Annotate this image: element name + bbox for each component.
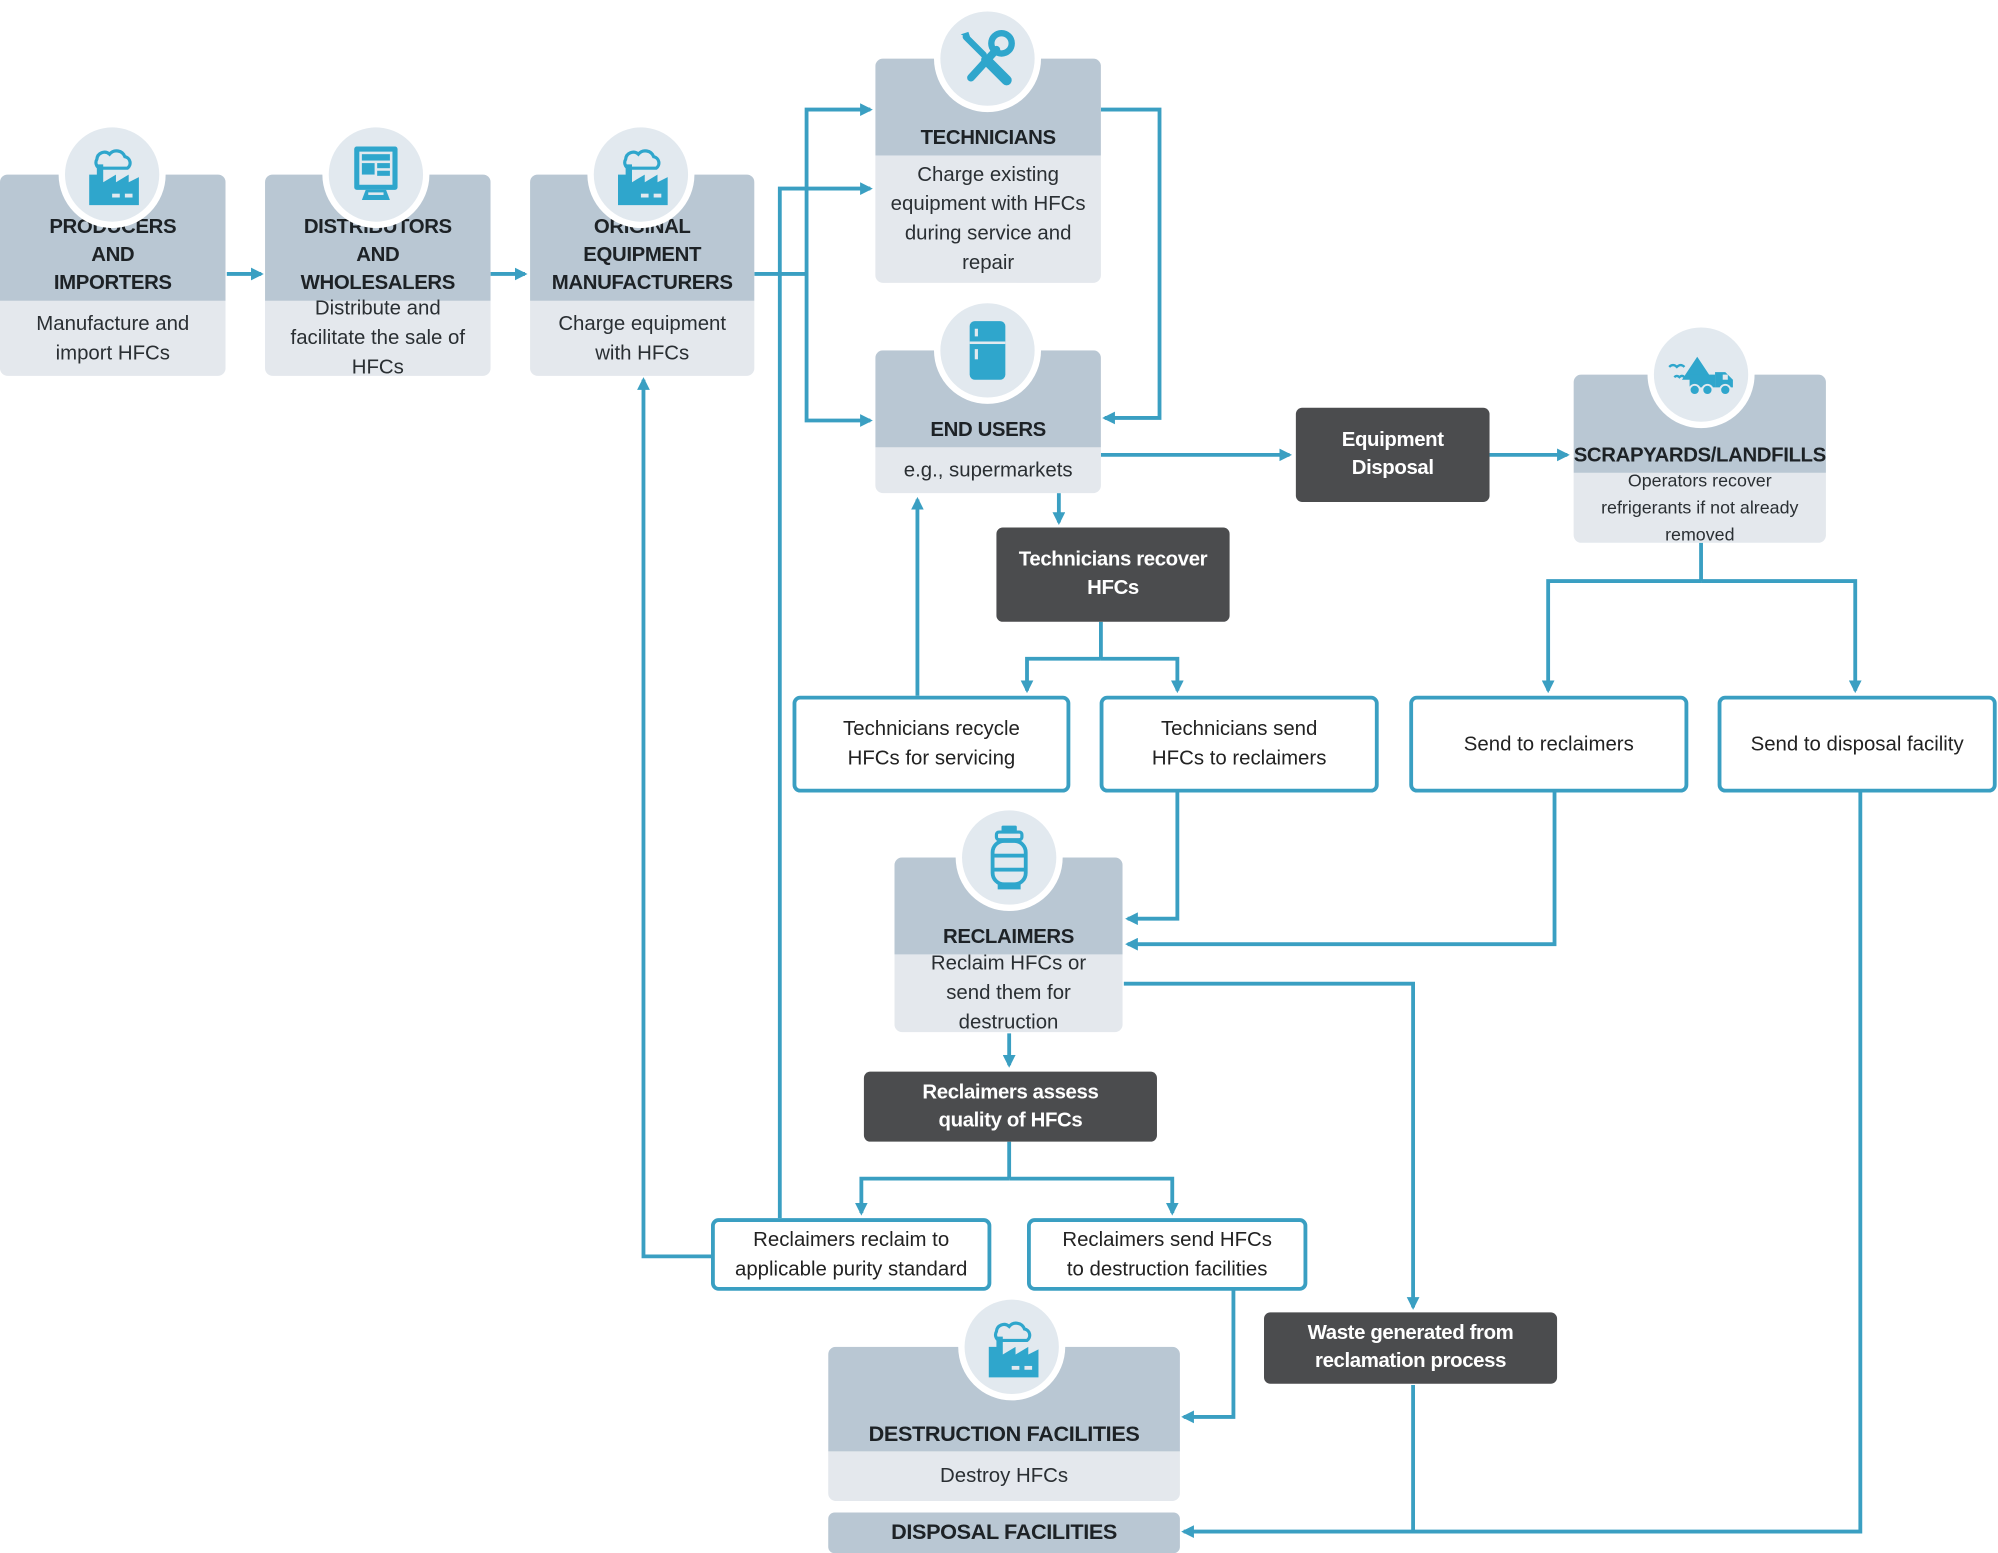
- tech-recycle-box: Technicians recycle HFCs for servicing: [792, 695, 1071, 793]
- waste-generated-box: Waste generated from reclamation process: [1264, 1312, 1558, 1384]
- producers-title: PRODUCERS AND IMPORTERS: [49, 217, 176, 295]
- factory-icon: [617, 149, 668, 206]
- arrow-send-destruction-to-destruction: [1181, 1289, 1236, 1424]
- end-users-desc: e.g., supermarkets: [903, 459, 1073, 482]
- arrow-reclaim-to-technicians: [777, 182, 873, 1219]
- reclaimers-assess-label: Reclaimers assess quality of HFCs: [922, 1081, 1099, 1131]
- equipment-disposal-box: Equipment Disposal: [1295, 407, 1490, 503]
- arrow-technicians-to-end-users: [1100, 107, 1162, 425]
- distributors-desc: Distribute and facilitate the sale of HF…: [290, 298, 466, 376]
- arrow-split-to-recycle: [1020, 656, 1101, 694]
- arrow-tech-send-to-reclaimers: [1125, 792, 1180, 926]
- arrow-reclaim-to-oem: [637, 377, 712, 1259]
- arrow-scrapyards-to-send-reclaimers: [1541, 579, 1702, 694]
- arrow-send-reclaimers-to-reclaimers: [1125, 792, 1557, 951]
- send-to-disposal-label: Send to disposal facility: [1750, 733, 1964, 755]
- reclaimers-title: RECLAIMERS: [943, 926, 1075, 949]
- tech-recycle-label: Technicians recycle HFCs for servicing: [843, 718, 1020, 770]
- destruction-title: DESTRUCTION FACILITIES: [868, 1422, 1140, 1447]
- waste-generated-label: Waste generated from reclamation process: [1307, 1322, 1514, 1373]
- scrapyards-title: SCRAPYARDS/LANDFILLS: [1573, 444, 1826, 467]
- arrow-oem-to-end-users: [804, 273, 873, 427]
- technicians-recover-box: Technicians recover HFCs: [996, 527, 1230, 622]
- reclaimers-assess-box: Reclaimers assess quality of HFCs: [863, 1071, 1157, 1142]
- refrigerator-icon: [969, 321, 1006, 380]
- arrow-oem-to-technicians: [804, 103, 873, 274]
- tech-send-reclaimers-label: Technicians send HFCs to reclaimers: [1151, 718, 1327, 770]
- send-to-reclaimers-box: Send to reclaimers: [1409, 695, 1689, 793]
- disposal-facilities-title: DISPOSAL FACILITIES: [891, 1520, 1117, 1545]
- destruction-desc: Destroy HFCs: [940, 1465, 1069, 1487]
- producers-importers-card: PRODUCERS AND IMPORTERS Manufacture and …: [0, 174, 226, 376]
- arrow-assess-to-send-destruction: [1009, 1176, 1179, 1216]
- technicians-title: TECHNICIANS: [920, 127, 1057, 150]
- send-to-disposal-box: Send to disposal facility: [1717, 695, 1997, 793]
- tools-icon: [960, 29, 1015, 86]
- producers-desc: Manufacture and import HFCs: [36, 312, 190, 364]
- disposal-facilities-bar: DISPOSAL FACILITIES: [828, 1512, 1180, 1553]
- oem-desc: Charge equipment with HFCs: [558, 312, 727, 364]
- reclaimers-desc: Reclaim HFCs or send them for destructio…: [930, 953, 1087, 1033]
- end-users-title: END USERS: [930, 419, 1046, 441]
- send-destruction-label: Reclaimers send HFCs to destruction faci…: [1062, 1228, 1272, 1280]
- factory-icon: [988, 1321, 1039, 1378]
- equipment-disposal-label: Equipment Disposal: [1341, 429, 1444, 480]
- reclaim-purity-label: Reclaimers reclaim to applicable purity …: [734, 1228, 968, 1280]
- gas-cylinder-icon: [990, 825, 1028, 890]
- technicians-recover-label: Technicians recover HFCs: [1018, 549, 1208, 599]
- reclaim-purity-box: Reclaimers reclaim to applicable purity …: [711, 1218, 992, 1291]
- technicians-desc: Charge existing equipment with HFCs duri…: [890, 164, 1086, 274]
- arrow-scrapyards-to-send-disposal: [1701, 579, 1862, 694]
- dump-truck-icon: [1668, 356, 1733, 396]
- arrow-assess-to-reclaim-purity: [854, 1176, 1010, 1216]
- send-to-reclaimers-label: Send to reclaimers: [1463, 733, 1634, 755]
- arrow-send-disposal-to-disposal: [1181, 792, 1863, 1538]
- tech-send-reclaimers-box: Technicians send HFCs to reclaimers: [1099, 695, 1379, 793]
- storefront-icon: [354, 146, 398, 201]
- reclaimers-card: RECLAIMERS Reclaim HFCs or send them for…: [894, 857, 1123, 1033]
- factory-icon: [89, 149, 139, 206]
- scrapyards-landfills-card: SCRAPYARDS/LANDFILLS Operators recover r…: [1573, 374, 1826, 543]
- oem-title: ORIGINAL EQUIPMENT MANUFACTURERS: [551, 217, 733, 295]
- send-destruction-box: Reclaimers send HFCs to destruction faci…: [1027, 1218, 1308, 1291]
- arrow-split-to-send-reclaimers: [1100, 656, 1184, 694]
- arrow-reclaimers-to-waste: [1123, 981, 1420, 1310]
- scrapyards-desc: Operators recover refrigerants if not al…: [1601, 470, 1799, 543]
